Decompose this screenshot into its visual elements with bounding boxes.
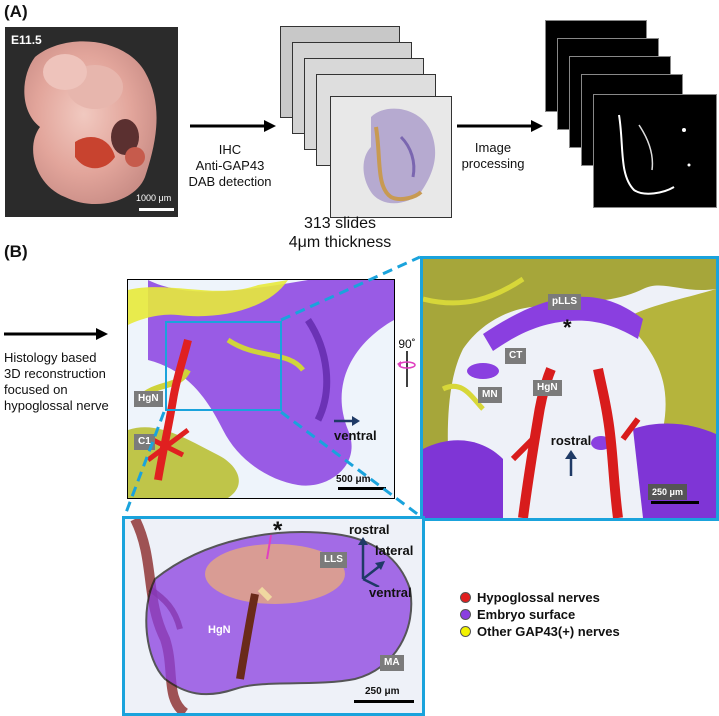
ventral-direction: ventral — [332, 414, 377, 443]
bottom-scale-text: 250 μm — [365, 686, 400, 697]
legend-swatch — [460, 609, 471, 620]
rotation-marker: 90˚ — [394, 337, 420, 387]
bottom-asterisk: * — [273, 517, 283, 544]
arrow-up-icon — [565, 450, 577, 476]
caption-line: IHC — [218, 142, 242, 157]
bottom-zoom-view: * LLS HgN MA rostral lateral ventral 250… — [122, 516, 425, 716]
mn-label: MN — [478, 387, 502, 403]
slides-caption: 313 slides 4μm thickness — [275, 214, 405, 252]
rotation-label: 90˚ — [398, 337, 416, 351]
caption-line: Anti-GAP43 — [195, 158, 265, 173]
axis-arrows-icon — [358, 537, 385, 587]
right-scale-text: 250 μm — [648, 484, 688, 500]
caption-line: Image — [474, 140, 512, 155]
rostral-label: rostral — [550, 433, 592, 448]
embryo-photo: E11.5 1000 μm — [5, 27, 178, 217]
intro-text: Histology based 3D reconstruction focuse… — [4, 350, 109, 414]
legend-item: Hypoglossal nerves — [460, 590, 600, 605]
embryo-stage-label: E11.5 — [11, 33, 42, 47]
rostral-direction: rostral — [541, 433, 601, 478]
left-scale-text: 500 μm — [336, 474, 371, 485]
rotate-icon — [397, 351, 416, 387]
right-scale-bar — [651, 501, 699, 504]
lls-label: LLS — [320, 552, 347, 568]
hgn-label: HgN — [208, 624, 231, 636]
axis-ventral-label: ventral — [369, 585, 412, 600]
intro-line: hypoglossal nerve — [4, 398, 109, 413]
left-scale-bar — [338, 487, 386, 490]
right-zoom-view: pLLS * CT HgN MN rostral 250 μm — [420, 256, 719, 521]
processed-stack — [545, 20, 719, 210]
slide-stack — [280, 26, 460, 218]
arrow-right-icon — [457, 120, 543, 132]
panel-a-label: (A) — [4, 2, 28, 21]
legend-item: Embryo surface — [460, 607, 575, 622]
intro-line: focused on — [4, 382, 68, 397]
ma-label: MA — [380, 655, 404, 671]
legend-label: Other GAP43(+) nerves — [477, 624, 620, 639]
ct-label: CT — [505, 348, 527, 364]
zoom-box — [165, 321, 282, 411]
embryo-scale-bar — [139, 208, 174, 211]
intro-line: Histology based — [4, 350, 97, 365]
arrow1-caption: IHC Anti-GAP43 DAB detection — [180, 142, 280, 190]
arrow-right-icon — [190, 120, 276, 132]
processed-slide-front — [593, 94, 717, 208]
intro-line: 3D reconstruction — [4, 366, 106, 381]
slide-front — [330, 96, 452, 218]
hgn-label: HgN — [533, 380, 562, 396]
legend-label: Embryo surface — [477, 607, 576, 622]
arrow2-caption: Image processing — [448, 140, 538, 172]
legend: Hypoglossal nerves Embryo surface Other … — [460, 590, 710, 646]
arrow-right-icon — [334, 416, 360, 426]
ventral-label: ventral — [334, 428, 377, 443]
caption-line: processing — [461, 156, 525, 171]
hgn-label: HgN — [134, 391, 163, 407]
axis-lateral-label: lateral — [375, 543, 414, 558]
embryo-scale-text: 1000 μm — [136, 193, 172, 203]
caption-line: DAB detection — [188, 174, 272, 189]
bottom-scale-bar — [354, 700, 414, 703]
right-asterisk: * — [563, 315, 572, 340]
legend-label: Hypoglossal nerves — [477, 590, 600, 605]
arrow-right-icon — [4, 328, 108, 340]
legend-swatch — [460, 626, 471, 637]
caption-line: 4μm thickness — [288, 234, 392, 251]
legend-swatch — [460, 592, 471, 603]
panel-b-label: (B) — [4, 242, 28, 261]
caption-line: 313 slides — [303, 215, 377, 232]
plls-label: pLLS — [548, 294, 581, 310]
legend-item: Other GAP43(+) nerves — [460, 624, 620, 639]
axis-rostral-label: rostral — [349, 522, 390, 537]
